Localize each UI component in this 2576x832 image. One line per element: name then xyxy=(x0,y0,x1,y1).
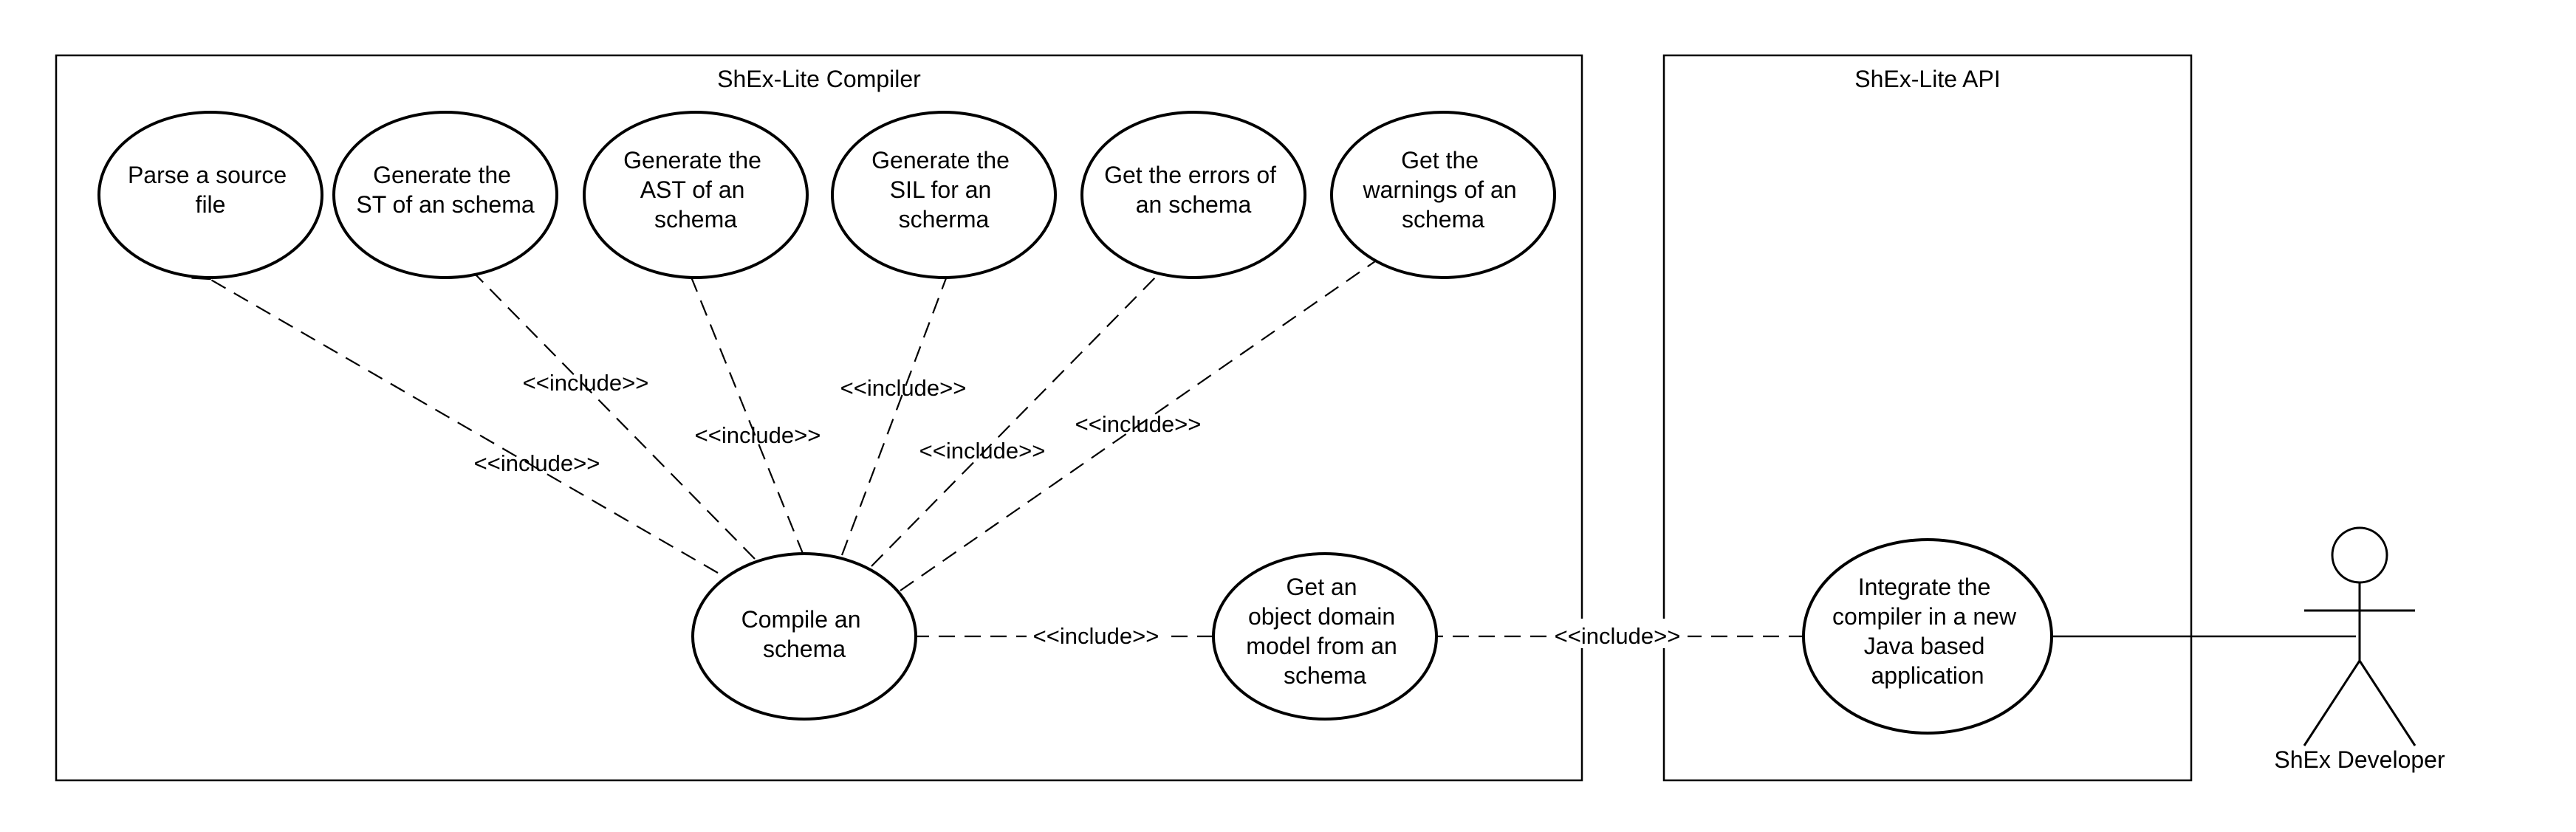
use-case-parse: Parse a source file xyxy=(97,111,323,279)
use-case-domain-model: Get an object domain model from an schem… xyxy=(1212,552,1438,721)
include-label: <<include>> xyxy=(919,438,1046,464)
use-case-domain-model-line: Get an xyxy=(1287,574,1357,600)
compiler-boundary: ShEx-Lite Compiler xyxy=(55,54,1583,782)
svg-text:Get an object domain: Get an object domain model from an schem… xyxy=(1246,574,1403,689)
compiler-boundary-title: ShEx-Lite Compiler xyxy=(717,66,921,92)
svg-text:Compile an schema: Compile an schema xyxy=(741,606,868,662)
use-case-domain-model-line: model from an xyxy=(1246,633,1397,659)
use-case-parse-line: file xyxy=(196,191,226,218)
actor-shex-developer: ShEx Developer xyxy=(2274,526,2445,773)
use-case-generate-ast-line: schema xyxy=(654,206,737,233)
include-line-parse xyxy=(210,279,719,574)
actor-name: ShEx Developer xyxy=(2274,746,2445,773)
include-line-gen-sil xyxy=(840,278,946,556)
include-label: <<include>> xyxy=(474,450,600,476)
api-boundary-title: ShEx-Lite API xyxy=(1854,66,2000,92)
use-case-warnings-line: Get the xyxy=(1401,147,1479,173)
use-case-generate-sil-line: scherma xyxy=(899,206,990,233)
api-boundary: ShEx-Lite API xyxy=(1662,54,2193,782)
use-case-generate-ast-line: Generate the xyxy=(623,147,761,173)
use-case-integrate-line: application xyxy=(1871,662,1984,689)
include-line-errors xyxy=(871,273,1159,567)
use-case-warnings-line: warnings of an xyxy=(1362,176,1516,203)
actor-leg-left xyxy=(2303,660,2361,746)
include-label: <<include>> xyxy=(695,422,821,448)
use-case-domain-model-line: object domain xyxy=(1248,603,1395,630)
use-case-errors-line: Get the errors of xyxy=(1104,162,1276,188)
use-case-generate-ast: Generate the AST of an schema xyxy=(583,111,809,279)
use-case-generate-ast-line: AST of an xyxy=(640,176,745,203)
use-case-domain-model-line: schema xyxy=(1284,662,1366,689)
use-case-integrate: Integrate the compiler in a new Java bas… xyxy=(1802,538,2053,735)
use-case-compile-line: schema xyxy=(763,636,846,662)
use-case-generate-sil-line: SIL for an xyxy=(890,176,992,203)
use-case-warnings: Get the warnings of an schema xyxy=(1330,111,1556,279)
include-label: <<include>> xyxy=(523,370,649,396)
use-case-generate-sil: Generate the SIL for an scherma xyxy=(831,111,1057,279)
include-label: <<include>> xyxy=(1075,411,1202,437)
svg-text:Get the errors of an sch: Get the errors of an schema xyxy=(1104,162,1283,218)
use-case-warnings-line: schema xyxy=(1402,206,1484,233)
use-case-integrate-line: Java based xyxy=(1864,633,1985,659)
include-line-gen-ast xyxy=(692,279,805,556)
use-case-integrate-line: compiler in a new xyxy=(1832,603,2017,630)
use-case-errors-line: an schema xyxy=(1136,191,1252,218)
svg-text:Generate the AST of an: Generate the AST of an schema xyxy=(623,147,768,233)
use-case-compile-line: Compile an xyxy=(741,606,861,633)
include-line-warnings xyxy=(900,261,1375,591)
use-case-errors: Get the errors of an schema xyxy=(1080,111,1306,279)
actor-leg-right xyxy=(2358,660,2416,746)
include-label: <<include>> xyxy=(1033,623,1159,649)
svg-text:Generate the SIL for an: Generate the SIL for an scherma xyxy=(871,147,1016,233)
include-label: <<include>> xyxy=(1555,623,1681,649)
use-case-compile: Compile an schema xyxy=(691,552,917,721)
include-line-gen-st xyxy=(476,275,756,560)
use-case-integrate-line: Integrate the xyxy=(1858,574,1991,600)
svg-text:Get the warnings of an: Get the warnings of an schema xyxy=(1362,147,1523,233)
use-case-generate-st-line: ST of an schema xyxy=(356,191,535,218)
use-case-generate-st-line: Generate the xyxy=(373,162,511,188)
svg-text:Parse a source file: Parse a source file xyxy=(128,162,293,218)
include-labels: <<include>> <<include>> <<include>> <<in… xyxy=(474,370,1688,649)
use-case-generate-sil-line: Generate the xyxy=(871,147,1010,173)
use-case-generate-st: Generate the ST of an schema xyxy=(332,111,558,279)
svg-text:Integrate the compiler i: Integrate the compiler in a new Java bas… xyxy=(1832,574,2023,689)
use-case-parse-line: Parse a source xyxy=(128,162,287,188)
actor-head xyxy=(2331,526,2388,584)
include-label: <<include>> xyxy=(840,375,967,401)
svg-text:Generate the ST of an sc: Generate the ST of an schema xyxy=(356,162,535,218)
